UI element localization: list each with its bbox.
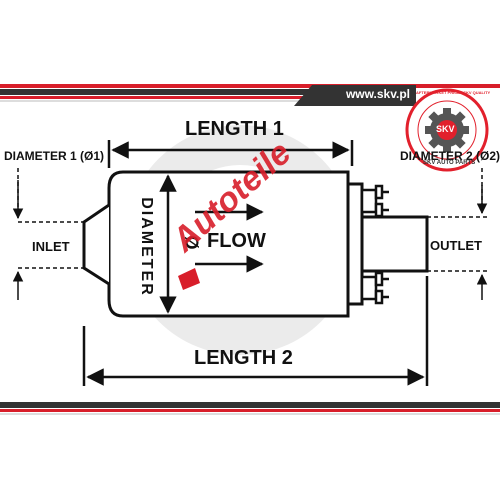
website-banner	[294, 85, 416, 106]
bottom-stripe-bar	[0, 402, 500, 415]
diameter-vertical-label: DIAMETER	[138, 197, 155, 297]
terminal-top	[360, 184, 389, 218]
logo-ring-text: AFTERMARKET PRICE - SKV QUALITY	[416, 90, 491, 95]
logo-bottom-text: SKV AUTO PARTS	[423, 160, 476, 166]
watermark-logo	[178, 268, 200, 290]
flow-arrows	[195, 203, 264, 273]
diameter-2-dimension	[427, 168, 490, 300]
skv-logo	[405, 88, 489, 172]
inlet-label: INLET	[32, 239, 70, 254]
diameter-1-dimension	[12, 168, 84, 300]
outlet-pipe	[355, 215, 429, 273]
length-1-label: LENGTH 1	[185, 118, 284, 140]
diameter-dimension	[158, 170, 178, 318]
length-1-dimension	[107, 140, 354, 168]
diameter-1-label: DIAMETER 1 (Ø1)	[4, 149, 105, 163]
diameter-2-label: DIAMETER 2 (Ø2)	[400, 149, 500, 163]
terminal-bottom	[360, 271, 389, 305]
flow-label: FLOW	[207, 230, 266, 252]
length-2-label: LENGTH 2	[194, 347, 293, 369]
inlet-pipe	[82, 203, 110, 286]
website-label[interactable]: www.skv.pl	[345, 87, 410, 101]
pump-end-cap	[346, 182, 364, 306]
logo-center-text: SKV	[436, 124, 455, 134]
length-2-dimension	[82, 276, 429, 386]
outlet-label: OUTLET	[430, 238, 482, 253]
top-header-bar	[0, 84, 500, 106]
